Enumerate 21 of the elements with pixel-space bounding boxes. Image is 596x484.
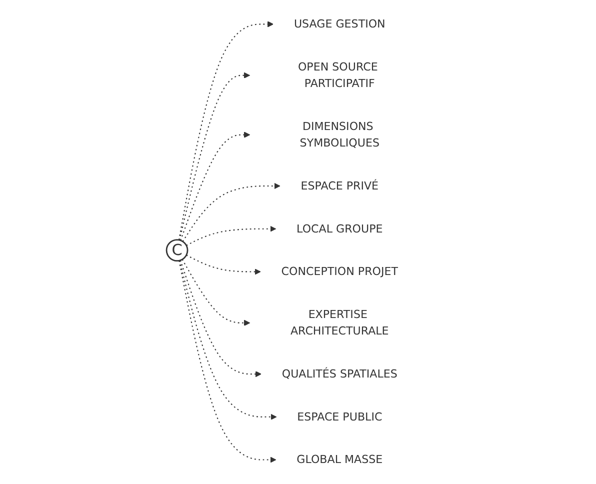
arrow xyxy=(179,260,277,420)
node-circle: C xyxy=(166,239,188,262)
node-text: USAGE GESTION xyxy=(294,17,386,30)
node-text: OPEN SOURCE PARTICIPATIF xyxy=(298,60,378,90)
arrow xyxy=(180,132,250,241)
node-text: QUALITÉS SPATIALES xyxy=(282,367,398,380)
node-text: LOCAL GROUPE xyxy=(296,222,383,236)
arrow xyxy=(180,260,262,378)
node-text: ESPACE PRIVÉ xyxy=(300,179,378,192)
node-text: ESPACE PUBLIC xyxy=(297,410,382,424)
node-text: DIMENSIONS SYMBOLIQUES xyxy=(300,120,380,150)
arrow xyxy=(182,182,280,242)
arrow xyxy=(182,259,250,326)
node-text: EXPERTISE ARCHITECTURALE xyxy=(290,308,389,338)
node-text: CONCEPTION PROJET xyxy=(281,264,398,278)
arrow xyxy=(178,260,276,463)
arrow xyxy=(178,21,274,240)
arrow xyxy=(186,254,261,275)
arrow xyxy=(186,226,276,246)
arrow xyxy=(178,72,250,240)
node-text: GLOBAL MASSE xyxy=(296,452,383,466)
